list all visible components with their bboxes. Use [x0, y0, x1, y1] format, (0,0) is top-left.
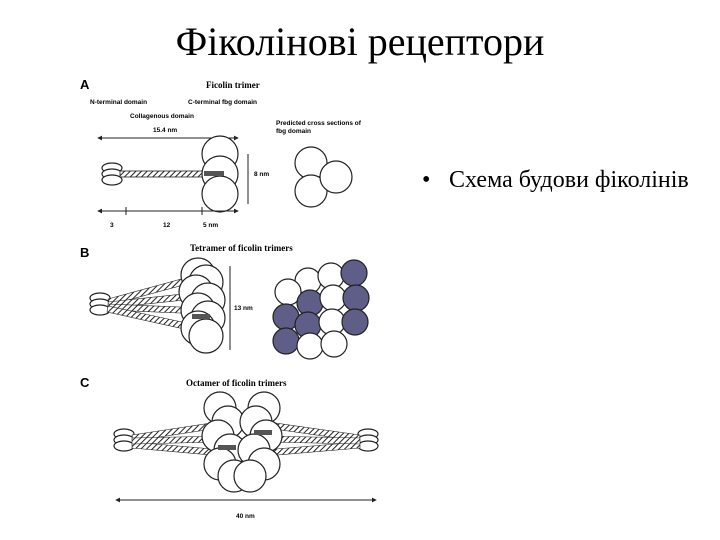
ficolin-diagram: A Ficolin trimer N-terminal domain C-ter…	[78, 70, 398, 525]
tetramer-fbg-domains	[179, 258, 225, 353]
panel-c-title: Octamer of ficolin trimers	[186, 378, 287, 388]
panel-b-title: Tetramer of ficolin trimers	[190, 243, 293, 253]
octamer-fbg-domains	[202, 392, 282, 492]
length-label: 15.4 nm	[153, 127, 177, 134]
n-terminal-label: N-terminal domain	[90, 99, 147, 106]
panel-a: A Ficolin trimer N-terminal domain C-ter…	[80, 77, 362, 229]
collagenous-stalk	[120, 171, 212, 177]
panel-a-title: Ficolin trimer	[206, 80, 260, 90]
cross-section-label: Predicted cross sections of	[276, 120, 362, 127]
n-terminal-domain	[102, 163, 122, 185]
panel-letter-a: A	[80, 77, 90, 92]
c-terminal-label: C-terminal fbg domain	[188, 99, 257, 106]
slide-title: Фіколінові рецептори	[0, 18, 720, 65]
segment-label-2: 12	[163, 222, 171, 229]
tetramer-cross-section	[273, 260, 369, 359]
panel-b: B Tetramer of ficolin trimers 13 nm	[80, 243, 369, 359]
cross-section-label-2: fbg domain	[276, 128, 311, 135]
cross-section-circles	[295, 147, 352, 207]
collagenous-label: Collagenous domain	[130, 113, 194, 120]
bullet-dot: •	[422, 165, 430, 195]
fbg-domain	[202, 136, 238, 212]
panel-letter-c: C	[80, 375, 90, 390]
octamer-n-terminal-right	[358, 429, 378, 451]
height-label-a: 8 nm	[254, 171, 269, 178]
panel-c: C Octamer of ficolin trimers	[80, 375, 378, 520]
octamer-n-terminal-left	[114, 429, 134, 451]
bullet-text: Схема будови фіколінів	[449, 165, 709, 195]
height-label-b: 13 nm	[234, 305, 253, 312]
width-label-c: 40 nm	[236, 513, 255, 520]
segment-label-1: 3	[110, 222, 114, 229]
panel-letter-b: B	[80, 245, 89, 260]
segment-label-3: 5 nm	[203, 222, 218, 229]
